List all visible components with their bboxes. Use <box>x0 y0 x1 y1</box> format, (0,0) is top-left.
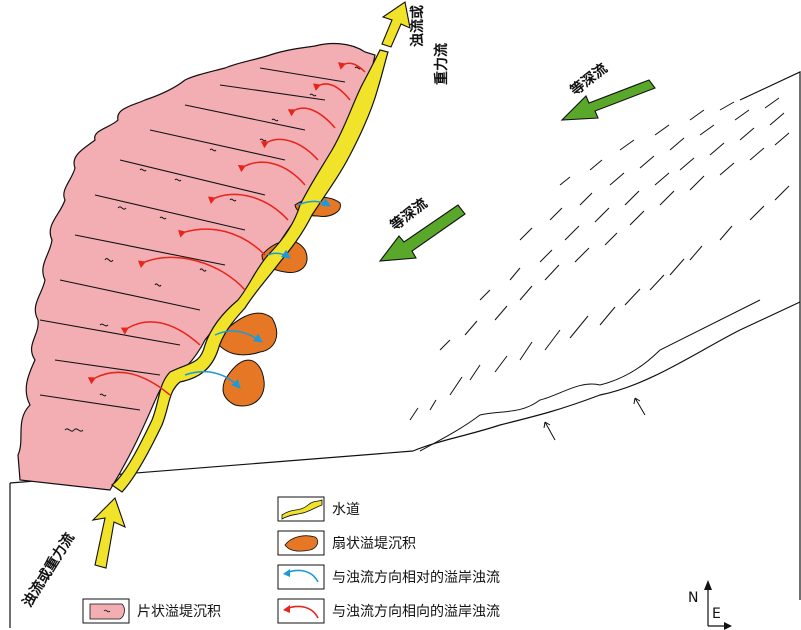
sheet-levee-deposit <box>17 42 376 491</box>
compass-north: N <box>688 590 698 606</box>
legend: 水道 扇状溢堤沉积 与浊流方向相对的溢岸浊流 与浊流方向相向的溢岸浊流 片状溢堤… <box>82 496 500 624</box>
contour-current-arrow-upper <box>560 79 656 121</box>
turbidity-arrow-top <box>381 1 411 48</box>
legend-label-fan-levee: 扇状溢堤沉积 <box>332 536 416 552</box>
legend-label-sheet-levee: 片状溢堤沉积 <box>137 604 221 620</box>
legend-label-same-flow: 与浊流方向相向的溢岸浊流 <box>332 604 500 620</box>
compass-east: E <box>712 606 721 622</box>
channel <box>110 49 389 493</box>
legend-item-sheet-levee: 片状溢堤沉积 <box>82 598 221 624</box>
opposite-direction-overbank-arrows <box>184 198 331 389</box>
turbidity-label-top-line2: 重力流 <box>433 43 450 85</box>
turbidity-label-bottom: 浊流或重力流 <box>19 530 78 610</box>
legend-label-channel: 水道 <box>332 502 360 518</box>
compass: N E <box>688 580 732 630</box>
contour-current-arrow-middle <box>378 204 466 262</box>
legend-item-fan-levee: 扇状溢堤沉积 <box>277 530 416 556</box>
legend-item-opposite-flow: 与浊流方向相对的溢岸浊流 <box>277 564 500 590</box>
legend-item-same-flow: 与浊流方向相向的溢岸浊流 <box>277 598 500 624</box>
levee-squiggles <box>64 66 362 432</box>
legend-item-channel: 水道 <box>277 496 360 522</box>
legend-label-opposite-flow: 与浊流方向相对的溢岸浊流 <box>332 570 500 586</box>
bedform-small-arrows <box>543 397 646 441</box>
turbidity-label-top-line1: 浊流或 <box>409 5 426 47</box>
contourite-bedforms <box>409 97 790 452</box>
levee-lineations <box>39 67 346 411</box>
block-outline <box>9 71 801 628</box>
turbidity-arrow-bottom <box>91 496 126 569</box>
contour-label-upper: 等深流 <box>567 60 611 99</box>
same-direction-overbank-arrows <box>87 62 366 396</box>
